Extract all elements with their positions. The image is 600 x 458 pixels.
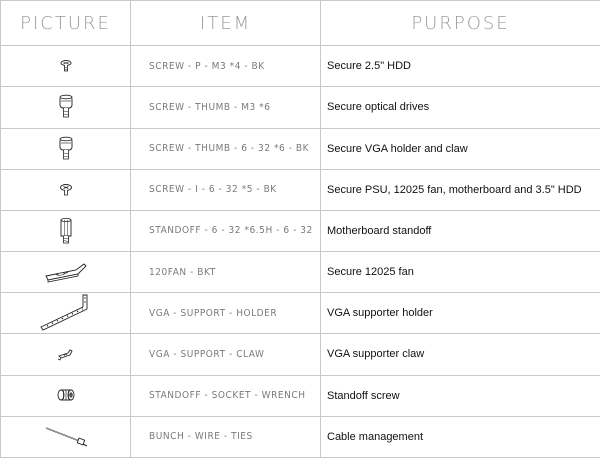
item-name: VGA - SUPPORT - CLAW: [149, 348, 265, 360]
item-cell: VGA - SUPPORT - CLAW: [130, 333, 321, 376]
item-cell: BUNCH - WIRE - TIES: [130, 415, 321, 458]
item-name: STANDOFF - SOCKET - WRENCH: [149, 390, 306, 402]
table-row: BUNCH - WIRE - TIES Cable management: [0, 415, 600, 458]
purpose-cell: Secure PSU, 12025 fan, motherboard and 3…: [320, 168, 600, 211]
item-column-header: ITEM: [130, 0, 321, 47]
pan-head-screw-icon: [59, 183, 73, 197]
item-name: 120FAN - BKT: [149, 266, 216, 278]
fan-bracket-icon: [44, 260, 88, 284]
purpose-cell: Cable management: [320, 415, 600, 458]
pan-head-screw-small-icon: [59, 59, 73, 73]
table-row: SCREW - I - 6 - 32 *5 - BK Secure PSU, 1…: [0, 168, 600, 211]
thumb-screw-icon: [58, 136, 74, 162]
picture-cell: [0, 127, 131, 170]
cable-tie-icon: [42, 426, 90, 448]
item-name: VGA - SUPPORT - HOLDER: [149, 307, 278, 319]
item-name: STANDOFF - 6 - 32 *6.5H - 6 - 32: [149, 225, 313, 237]
purpose-text: Secure optical drives: [327, 101, 430, 114]
purpose-text: Motherboard standoff: [327, 224, 432, 237]
item-cell: STANDOFF - 6 - 32 *6.5H - 6 - 32: [130, 209, 321, 253]
item-name: SCREW - P - M3 *4 - BK: [149, 60, 265, 72]
picture-cell: [0, 45, 131, 88]
picture-cell: [0, 374, 131, 417]
picture-cell: [0, 292, 131, 335]
item-cell: STANDOFF - SOCKET - WRENCH: [130, 374, 321, 417]
item-cell: SCREW - I - 6 - 32 *5 - BK: [130, 168, 321, 211]
table-row: VGA - SUPPORT - CLAW VGA supporter claw: [0, 333, 600, 376]
purpose-column-header: PURPOSE: [320, 0, 600, 47]
picture-column-header: PICTURE: [0, 0, 131, 47]
purpose-text: VGA supporter claw: [327, 348, 425, 361]
purpose-cell: Standoff screw: [320, 374, 600, 417]
item-name: SCREW - THUMB - M3 *6: [149, 101, 271, 113]
purpose-cell: VGA supporter holder: [320, 292, 600, 335]
table-row: SCREW - THUMB - 6 - 32 *6 - BK Secure VG…: [0, 127, 600, 170]
table-row: SCREW - THUMB - M3 *6 Secure optical dri…: [0, 86, 600, 129]
item-name: BUNCH - WIRE - TIES: [149, 431, 253, 443]
purpose-text: Secure PSU, 12025 fan, motherboard and 3…: [327, 183, 582, 196]
table-row: 120FAN - BKT Secure 12025 fan: [0, 251, 600, 294]
table-row: STANDOFF - SOCKET - WRENCH Standoff scre…: [0, 374, 600, 417]
thumb-screw-icon: [58, 94, 74, 120]
purpose-text: Secure VGA holder and claw: [327, 142, 468, 155]
item-name: SCREW - I - 6 - 32 *5 - BK: [149, 184, 277, 196]
vga-support-claw-icon: [56, 346, 76, 362]
item-cell: VGA - SUPPORT - HOLDER: [130, 292, 321, 335]
picture-cell: [0, 251, 131, 294]
purpose-cell: Secure 12025 fan: [320, 251, 600, 294]
picture-cell: [0, 86, 131, 129]
table-header-row: PICTURE ITEM PURPOSE: [0, 0, 600, 47]
item-cell: SCREW - THUMB - M3 *6: [130, 86, 321, 129]
purpose-text: Secure 2.5" HDD: [327, 60, 411, 73]
purpose-text: Secure 12025 fan: [327, 266, 414, 279]
purpose-text: Standoff screw: [327, 389, 400, 402]
table-row: SCREW - P - M3 *4 - BK Secure 2.5" HDD: [0, 45, 600, 88]
standoff-icon: [58, 217, 74, 245]
purpose-text: VGA supporter holder: [327, 307, 433, 320]
item-cell: 120FAN - BKT: [130, 251, 321, 294]
purpose-cell: VGA supporter claw: [320, 333, 600, 376]
purpose-cell: Secure optical drives: [320, 86, 600, 129]
purpose-cell: Secure 2.5" HDD: [320, 45, 600, 88]
picture-cell: [0, 209, 131, 253]
item-cell: SCREW - P - M3 *4 - BK: [130, 45, 321, 88]
picture-cell: [0, 168, 131, 211]
picture-cell: [0, 415, 131, 458]
purpose-cell: Secure VGA holder and claw: [320, 127, 600, 170]
item-cell: SCREW - THUMB - 6 - 32 *6 - BK: [130, 127, 321, 170]
table-row: VGA - SUPPORT - HOLDER VGA supporter hol…: [0, 292, 600, 335]
socket-wrench-icon: [56, 388, 76, 402]
purpose-cell: Motherboard standoff: [320, 209, 600, 253]
purpose-text: Cable management: [327, 430, 424, 443]
item-name: SCREW - THUMB - 6 - 32 *6 - BK: [149, 143, 310, 155]
table-row: STANDOFF - 6 - 32 *6.5H - 6 - 32 Motherb…: [0, 209, 600, 253]
vga-support-holder-icon: [39, 294, 93, 333]
picture-cell: [0, 333, 131, 376]
